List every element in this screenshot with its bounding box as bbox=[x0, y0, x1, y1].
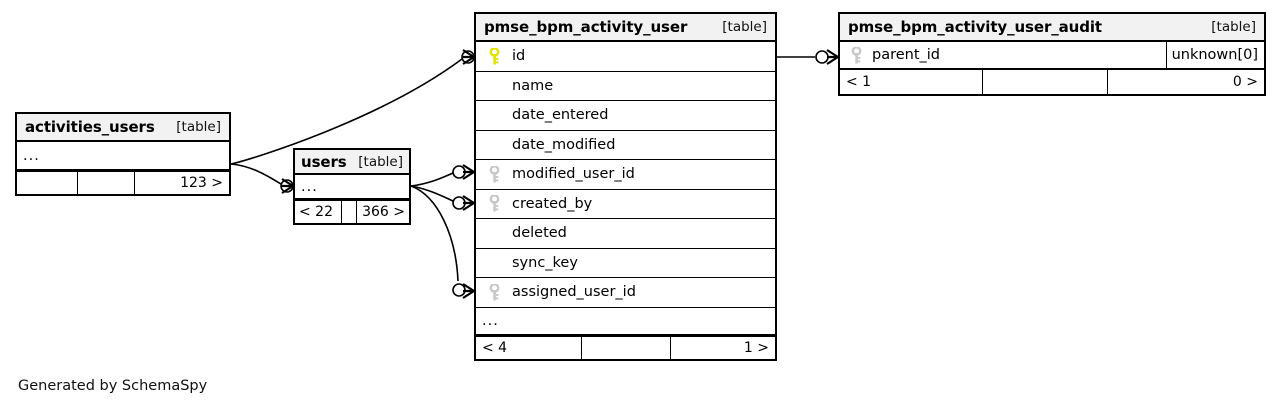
table-row: id bbox=[476, 42, 775, 72]
table-footer-activities-users: 123 > bbox=[17, 170, 229, 194]
table-pmse-bpm-activity-user[interactable]: pmse_bpm_activity_user [table] id name d… bbox=[474, 12, 777, 361]
key-icon-foreign bbox=[476, 165, 512, 183]
edge-activities-users-to-activity-user-id bbox=[230, 48, 476, 165]
edge-users-to-created-by bbox=[410, 185, 476, 212]
table-type-tag: [table] bbox=[358, 153, 403, 170]
table-title: activities_users bbox=[25, 118, 155, 136]
table-title: users bbox=[301, 152, 347, 171]
table-header-users: users [table] bbox=[295, 150, 409, 175]
table-type-tag: [table] bbox=[722, 19, 767, 35]
table-header-pmse-bpm-activity-user-audit: pmse_bpm_activity_user_audit [table] bbox=[840, 14, 1264, 42]
table-row: deleted bbox=[476, 219, 775, 249]
key-icon-primary bbox=[476, 47, 512, 65]
column-name: name bbox=[512, 77, 554, 94]
table-row: name bbox=[476, 71, 775, 101]
footer-next-count[interactable]: 123 > bbox=[180, 175, 223, 191]
footer-middle bbox=[982, 70, 1108, 94]
table-row: sync_key bbox=[476, 248, 775, 278]
footer-next-count[interactable]: 1 > bbox=[743, 339, 769, 356]
footer-prev-count[interactable]: < 4 bbox=[482, 339, 508, 356]
table-footer-pmse-bpm-activity-user: < 4 1 > bbox=[476, 334, 775, 359]
edge-users-to-assigned-user-id bbox=[410, 185, 476, 300]
table-activities-users[interactable]: activities_users [table] ... 123 > bbox=[15, 112, 231, 196]
key-icon-foreign bbox=[476, 195, 512, 212]
table-title: pmse_bpm_activity_user bbox=[484, 18, 688, 36]
table-row: ... bbox=[476, 307, 775, 335]
key-icon-primary-glyph bbox=[489, 47, 499, 65]
column-name: date_modified bbox=[512, 136, 616, 153]
table-row: modified_user_id bbox=[476, 160, 775, 190]
table-row: created_by bbox=[476, 189, 775, 219]
edge-users-to-modified-user-id bbox=[410, 163, 476, 187]
footer-prev-count[interactable] bbox=[17, 172, 77, 194]
column-type: unknown[0] bbox=[1166, 42, 1264, 68]
table-users[interactable]: users [table] ... < 22 366 > bbox=[293, 148, 411, 225]
footer-middle bbox=[77, 172, 135, 194]
table-type-tag: [table] bbox=[176, 119, 221, 135]
footer-next-count[interactable]: 366 > bbox=[362, 204, 405, 220]
table-type-tag: [table] bbox=[1211, 19, 1256, 35]
column-name: assigned_user_id bbox=[512, 284, 636, 301]
key-icon-foreign-glyph bbox=[489, 283, 499, 301]
footer-next-count[interactable]: 0 > bbox=[1232, 74, 1258, 90]
table-row: assigned_user_id bbox=[476, 278, 775, 308]
footer-prev-count[interactable]: < 1 bbox=[846, 74, 872, 90]
key-icon-foreign-glyph bbox=[489, 165, 499, 183]
more-columns-ellipsis: ... bbox=[23, 147, 40, 164]
column-name: sync_key bbox=[512, 254, 578, 271]
more-columns-ellipsis: ... bbox=[482, 312, 499, 329]
table-row: date_modified bbox=[476, 130, 775, 160]
table-row: parent_id unknown[0] bbox=[840, 42, 1264, 70]
column-name: date_entered bbox=[512, 107, 609, 124]
column-name: created_by bbox=[512, 195, 593, 212]
key-icon-foreign-glyph bbox=[489, 195, 499, 212]
column-name: id bbox=[512, 48, 526, 65]
table-footer-pmse-bpm-activity-user-audit: < 1 0 > bbox=[840, 70, 1264, 94]
table-footer-users: < 22 366 > bbox=[295, 199, 409, 223]
table-row: ... bbox=[295, 175, 409, 199]
edge-activity-user-to-audit-parent-id bbox=[777, 48, 840, 66]
table-title: pmse_bpm_activity_user_audit bbox=[848, 18, 1102, 36]
footer-middle bbox=[341, 201, 357, 223]
column-name: modified_user_id bbox=[512, 166, 635, 183]
table-header-pmse-bpm-activity-user: pmse_bpm_activity_user [table] bbox=[476, 14, 775, 42]
column-name: deleted bbox=[512, 225, 567, 242]
table-pmse-bpm-activity-user-audit[interactable]: pmse_bpm_activity_user_audit [table] par… bbox=[838, 12, 1266, 96]
more-columns-ellipsis: ... bbox=[301, 178, 318, 195]
key-icon-foreign bbox=[476, 283, 512, 301]
table-row: ... bbox=[17, 142, 229, 170]
table-row: date_entered bbox=[476, 101, 775, 131]
key-icon-foreign-glyph bbox=[851, 46, 861, 63]
table-header-activities-users: activities_users [table] bbox=[17, 114, 229, 142]
key-icon-foreign bbox=[840, 46, 872, 64]
footer-prev-count[interactable]: < 22 bbox=[299, 204, 333, 220]
column-name: parent_id bbox=[872, 47, 941, 63]
footer-middle bbox=[581, 336, 671, 359]
edge-activities-users-to-users bbox=[230, 163, 295, 195]
generated-by-credit: Generated by SchemaSpy bbox=[18, 378, 208, 394]
